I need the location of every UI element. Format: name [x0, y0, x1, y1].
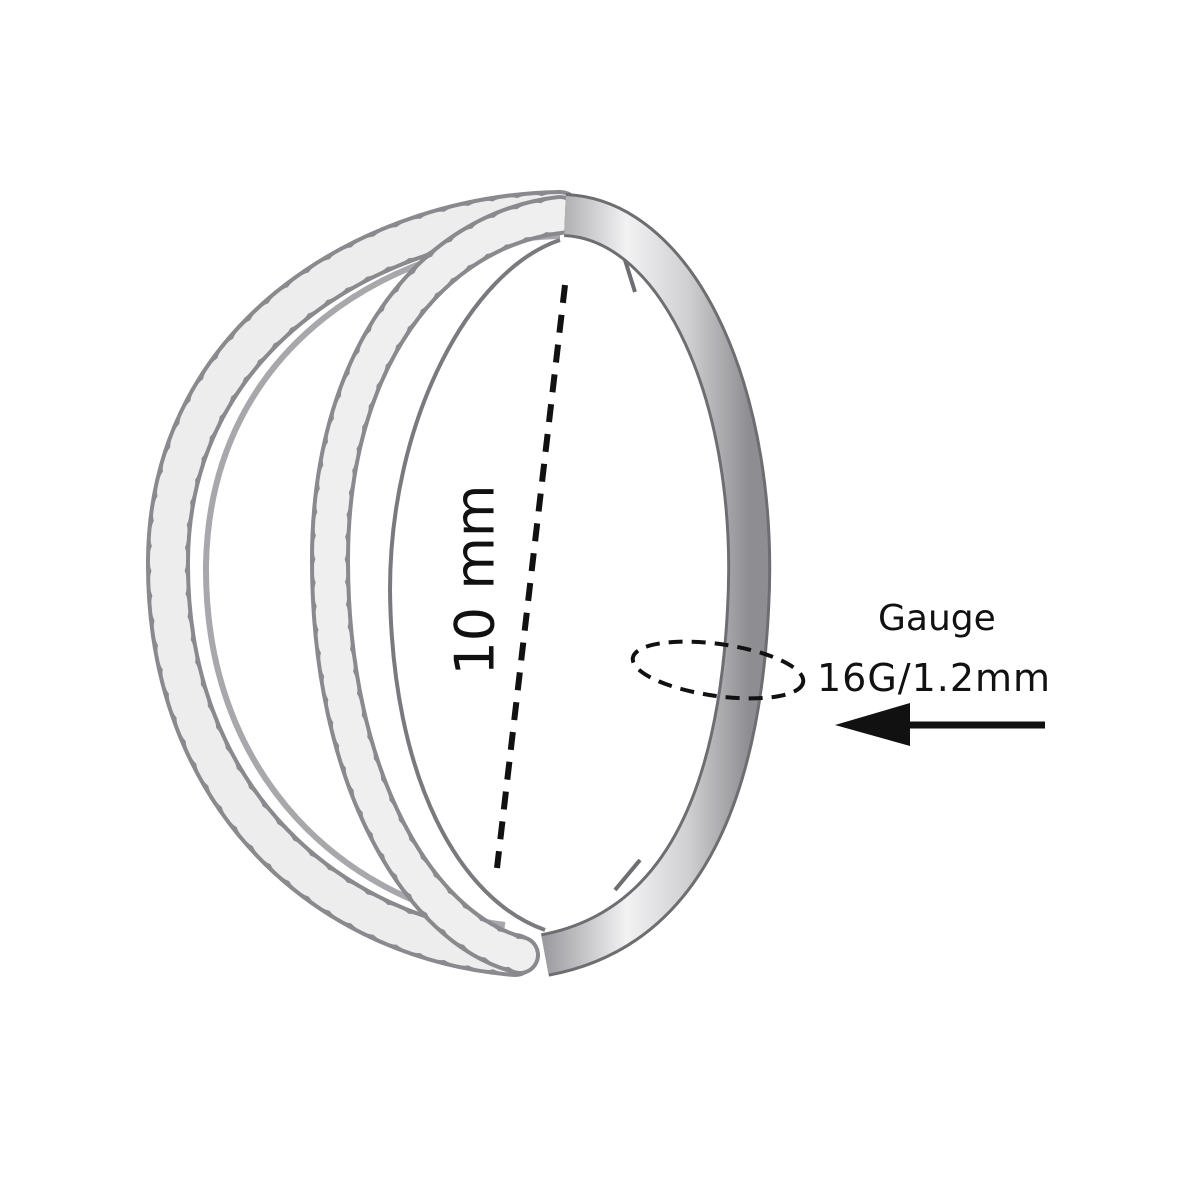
- outer-jeweled-band: [145, 190, 582, 977]
- gauge-cross-section-ellipse: [630, 639, 806, 701]
- hinge-seam-bottom: [613, 858, 642, 892]
- inner-jeweled-band: [309, 195, 580, 975]
- diameter-label: 10 mm: [443, 484, 507, 676]
- gauge-arrow-icon: [835, 703, 1045, 746]
- hinge-seam-top: [623, 259, 637, 293]
- gauge-title: Gauge: [878, 598, 996, 639]
- plain-ring: [387, 193, 772, 977]
- diameter-dashed-line: [494, 284, 568, 869]
- gauge-value: 16G/1.2mm: [817, 656, 1052, 700]
